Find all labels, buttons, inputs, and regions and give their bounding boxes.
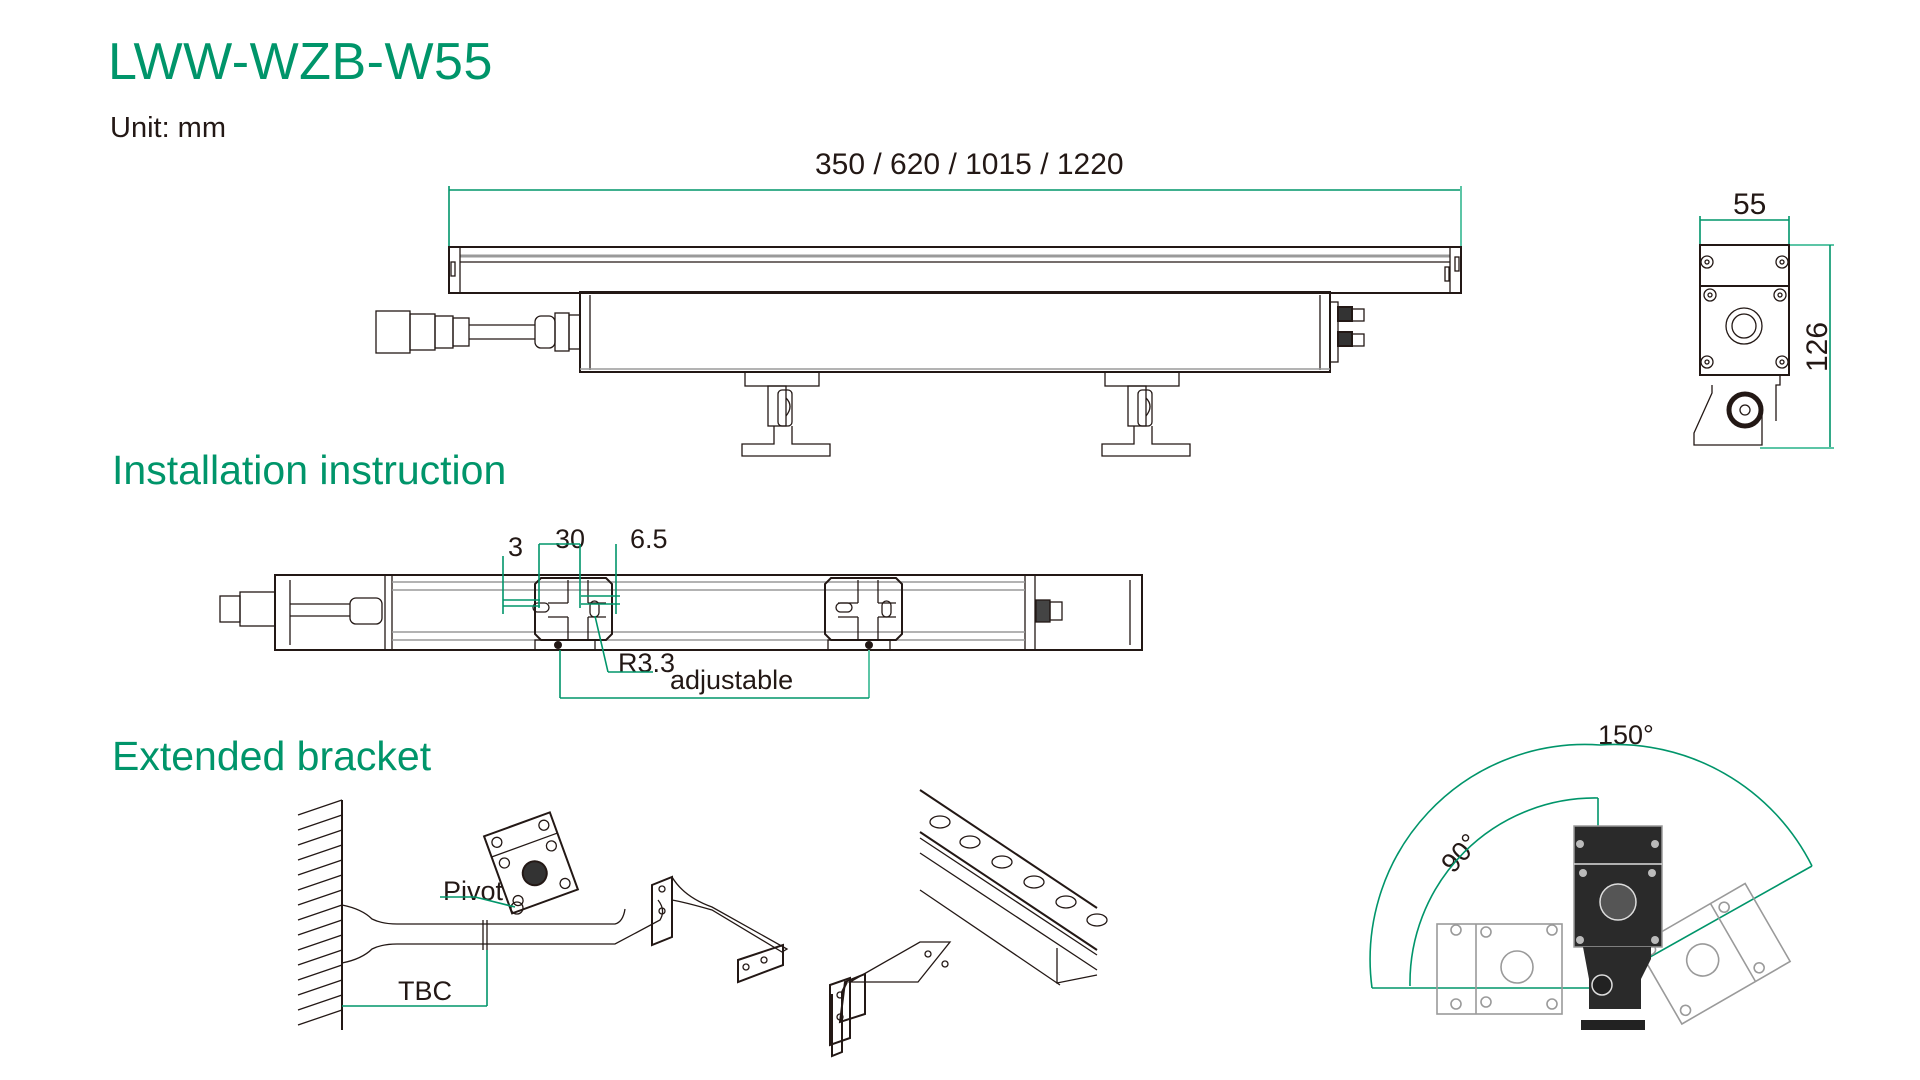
dim-3-label: 3	[508, 532, 524, 562]
mounting-bracket-right	[1101, 371, 1191, 457]
adjustable-label: adjustable	[670, 665, 794, 695]
extended-bracket-side	[297, 799, 664, 1030]
mounting-bracket-left	[741, 371, 831, 457]
length-dimension-label: 350 / 620 / 1015 / 1220	[815, 148, 1124, 181]
installation-heading: Installation instruction	[112, 447, 507, 493]
side-view	[1693, 216, 1834, 449]
rotation-diagram	[1369, 743, 1813, 1030]
bracket-isometric	[651, 875, 789, 984]
front-view	[375, 186, 1462, 457]
unit-label: Unit: mm	[110, 112, 226, 144]
extended-bracket-heading: Extended bracket	[112, 733, 432, 779]
tbc-label: TBC	[398, 976, 452, 1006]
radius-label: R3.3	[618, 648, 676, 678]
dim-6-5-label: 6.5	[630, 524, 668, 554]
product-model-title: LWW-WZB-W55	[108, 33, 493, 91]
fixture-vertical	[1573, 825, 1663, 1030]
ghost-fixture-left	[1436, 923, 1563, 1015]
bar-bracket-isometric	[829, 789, 1108, 1058]
side-width-dimension-label: 55	[1733, 188, 1767, 221]
bracket-plate-right	[824, 577, 903, 651]
installation-top-view	[219, 543, 1143, 699]
